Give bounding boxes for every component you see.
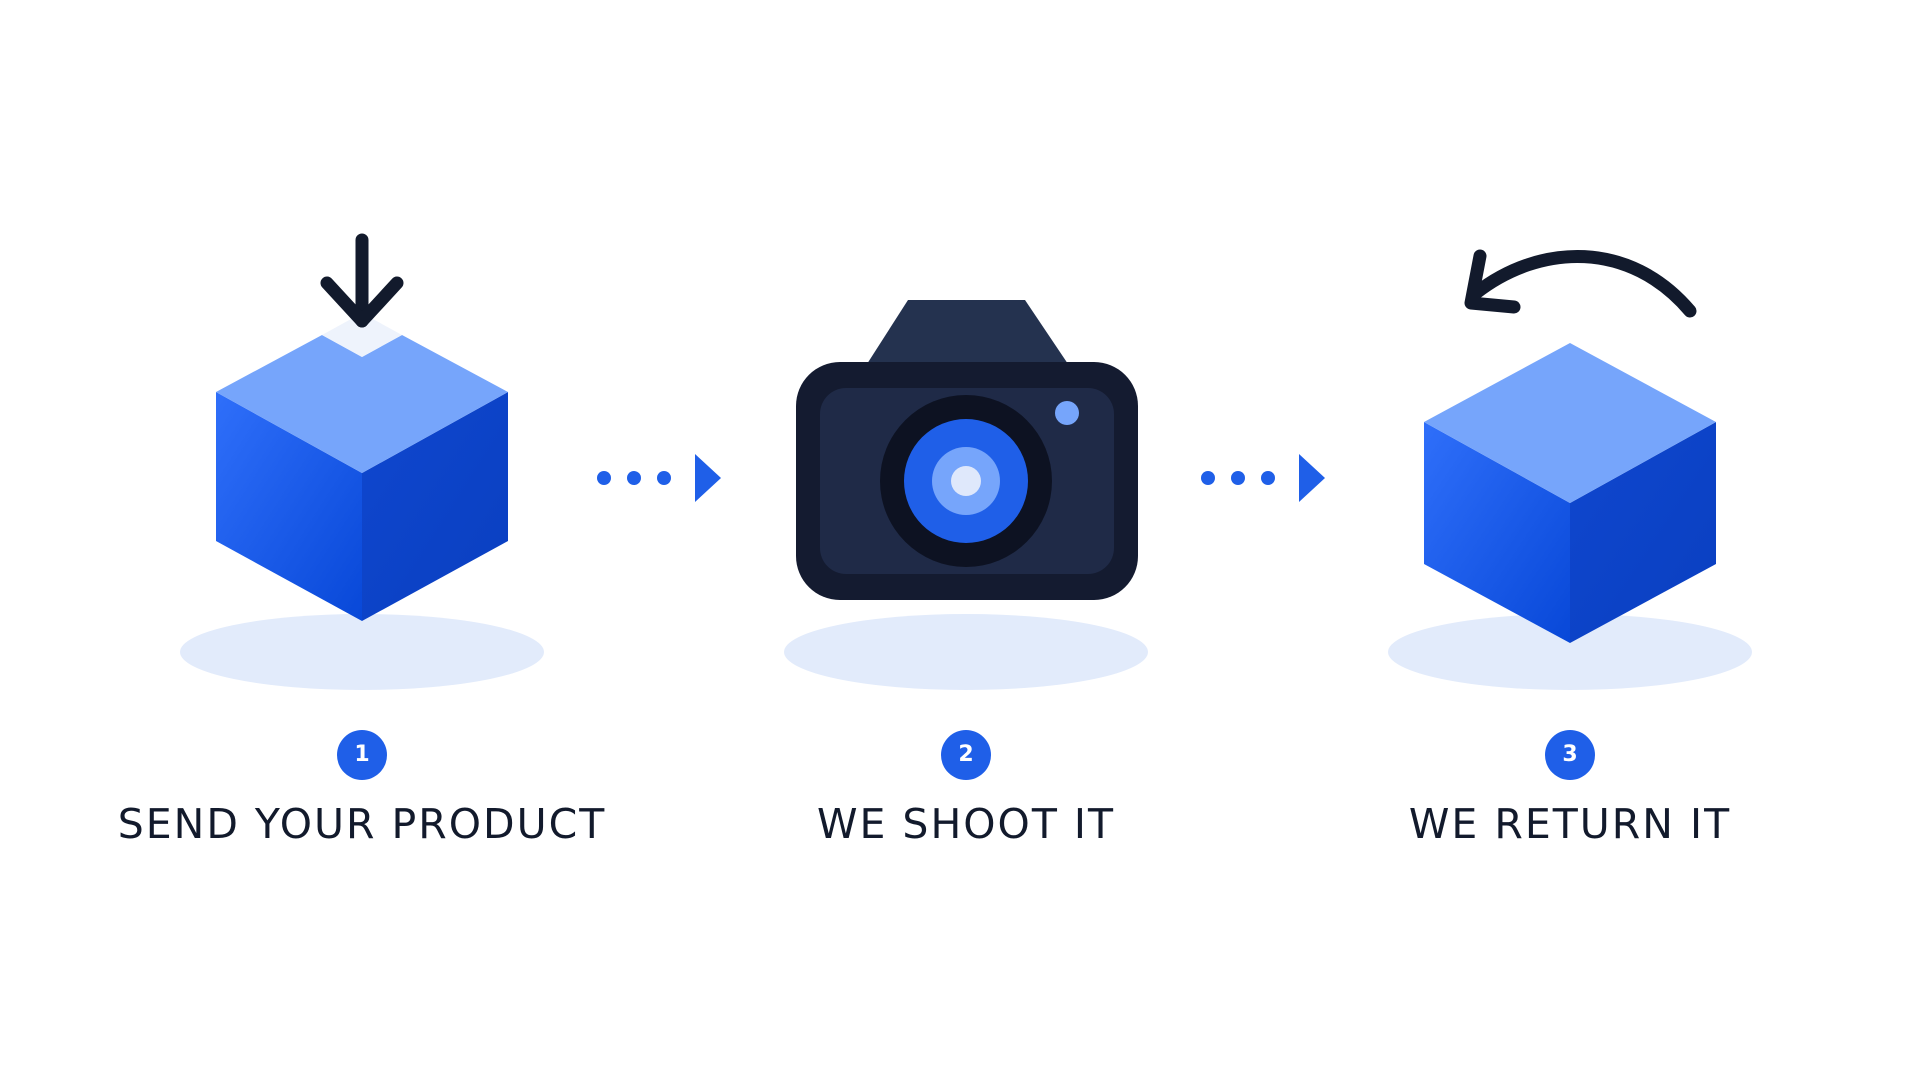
down-arrow-icon: [320, 233, 404, 328]
ground-shadow: [180, 614, 544, 690]
return-arrow-icon: [1464, 249, 1697, 318]
cube-right-face: [1570, 422, 1716, 643]
box-icon: [216, 313, 508, 621]
step-2-number-badge: 2: [941, 730, 991, 780]
ground-shadow: [784, 614, 1148, 690]
dotted-arrow-icon-2: [1201, 454, 1325, 502]
step-3-number-badge: 3: [1545, 730, 1595, 780]
step-2-illustration: [784, 300, 1148, 690]
cube-notch: [322, 313, 402, 357]
ground-shadow: [1388, 614, 1752, 690]
step-2-label: WE SHOOT IT: [816, 800, 1116, 848]
step-1-label: SEND YOUR PRODUCT: [117, 800, 607, 848]
dotted-arrow-icon-1: [597, 454, 721, 502]
cube-top-face: [216, 335, 508, 473]
cube-left-face: [1424, 422, 1570, 643]
step-3-label: WE RETURN IT: [1408, 800, 1732, 848]
step-1-number-badge: 1: [337, 730, 387, 780]
camera-lens-highlight: [951, 466, 981, 496]
camera-icon: [796, 300, 1138, 600]
box-icon: [1424, 343, 1716, 643]
step-1-illustration: [180, 233, 544, 690]
step-3-illustration: [1388, 249, 1752, 690]
cube-right-face: [362, 392, 508, 621]
camera-hump: [867, 300, 1068, 364]
camera-flash: [1055, 401, 1079, 425]
cube-left-face: [216, 392, 362, 621]
cube-top-face: [1424, 343, 1716, 503]
